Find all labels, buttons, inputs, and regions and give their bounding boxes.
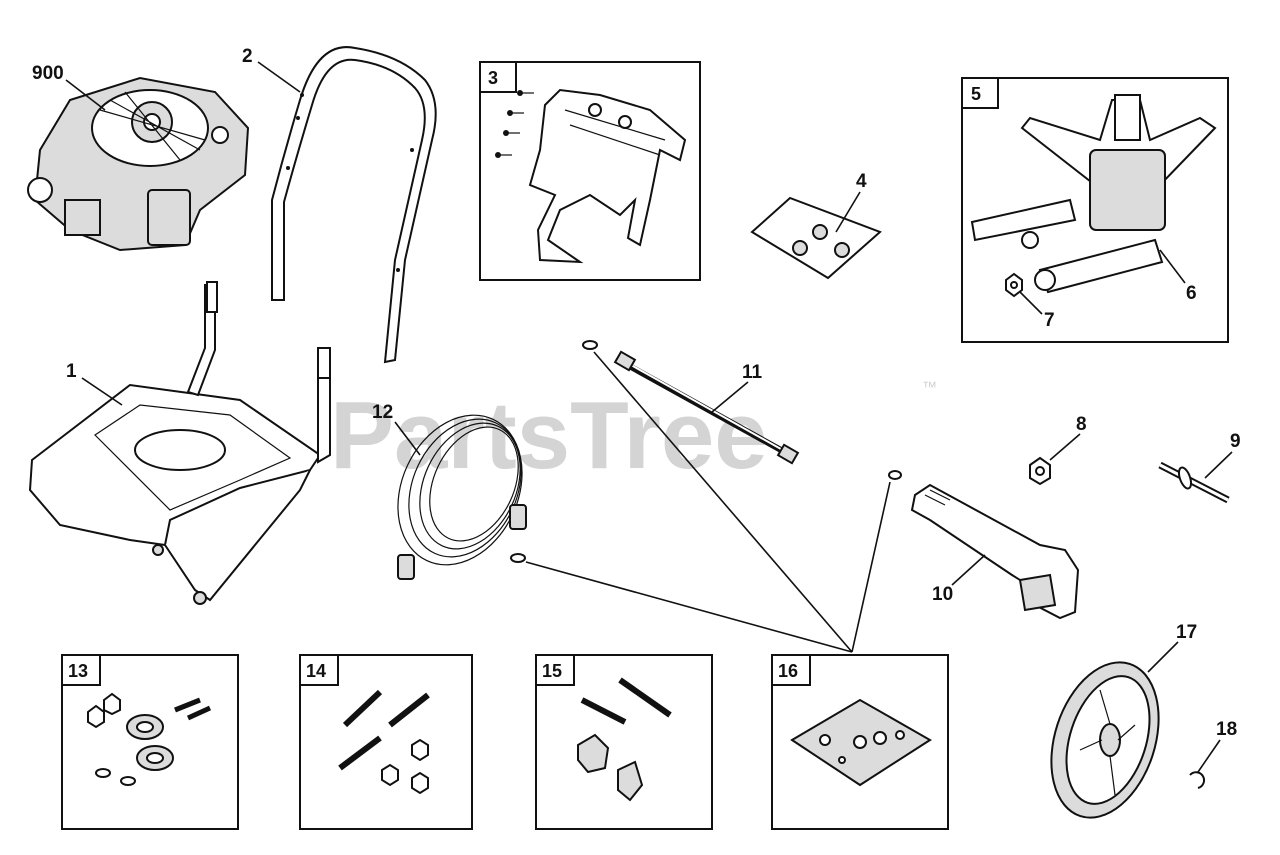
frame-part[interactable] xyxy=(28,281,331,605)
callout-2: 2 xyxy=(242,46,253,67)
leader-12 xyxy=(394,421,421,456)
box-5-number: 5 xyxy=(971,84,981,104)
axle-bolt-part[interactable] xyxy=(1158,461,1230,504)
box-16-tag xyxy=(771,654,811,686)
nut-part[interactable] xyxy=(1029,456,1051,486)
callout-4: 4 xyxy=(856,171,867,192)
screws-group xyxy=(495,90,534,158)
box-13-tag xyxy=(61,654,101,686)
callout-17: 17 xyxy=(1176,622,1197,643)
hardware-kit-14[interactable] xyxy=(338,689,430,795)
leader-2 xyxy=(257,61,301,93)
box-15-tag xyxy=(535,654,575,686)
callout-10: 10 xyxy=(932,584,953,605)
box-14 xyxy=(299,654,473,830)
leader-hose-to-16 xyxy=(525,561,853,653)
wheel-part[interactable] xyxy=(1033,648,1178,831)
callout-18: 18 xyxy=(1216,719,1237,740)
callout-7: 7 xyxy=(1044,310,1055,331)
box-3-tag xyxy=(479,61,517,93)
leader-11 xyxy=(711,381,749,413)
leader-4 xyxy=(835,191,861,233)
box-14-tag xyxy=(299,654,339,686)
wand-part[interactable] xyxy=(582,340,800,465)
hardware-kit-15[interactable] xyxy=(577,677,672,802)
leader-17 xyxy=(1147,641,1179,673)
plate-kit-16[interactable] xyxy=(790,698,932,787)
box-15-number: 15 xyxy=(542,661,562,681)
callout-11: 11 xyxy=(742,362,763,383)
callout-900: 900 xyxy=(32,63,64,84)
box-5-tag xyxy=(961,77,999,109)
leader-10 xyxy=(951,554,986,586)
clip-part[interactable] xyxy=(1189,771,1205,789)
watermark-text: PartsTree xyxy=(330,382,768,489)
hardware-kit-13[interactable] xyxy=(87,692,212,786)
callout-6: 6 xyxy=(1186,283,1197,304)
spray-gun-part[interactable] xyxy=(888,470,1080,620)
leader-6 xyxy=(1159,249,1186,284)
hose-part[interactable] xyxy=(374,395,545,585)
leader-gun-to-16 xyxy=(851,481,891,653)
leader-8 xyxy=(1049,433,1081,461)
leader-9 xyxy=(1204,451,1233,479)
watermark-trademark: ™ xyxy=(922,379,937,396)
leader-wand-to-16 xyxy=(593,351,853,653)
hose-o-ring[interactable] xyxy=(510,553,526,563)
leader-1 xyxy=(81,377,123,406)
leader-18 xyxy=(1197,739,1221,773)
callout-12: 12 xyxy=(372,402,393,423)
callout-9: 9 xyxy=(1230,431,1241,452)
fittings-bag-part[interactable] xyxy=(750,196,882,280)
handle-part[interactable] xyxy=(271,46,437,364)
washer-part[interactable] xyxy=(1005,272,1023,298)
box-16-number: 16 xyxy=(778,661,798,681)
callout-1: 1 xyxy=(66,361,77,382)
pump-part[interactable] xyxy=(970,94,1217,294)
engine-part[interactable] xyxy=(27,76,250,252)
box-14-number: 14 xyxy=(306,661,326,681)
leader-900 xyxy=(65,79,106,111)
box-13-number: 13 xyxy=(68,661,88,681)
leader-7 xyxy=(1019,291,1043,315)
bracket-part[interactable] xyxy=(495,88,687,264)
callout-8: 8 xyxy=(1076,414,1087,435)
box-3-number: 3 xyxy=(488,68,498,88)
